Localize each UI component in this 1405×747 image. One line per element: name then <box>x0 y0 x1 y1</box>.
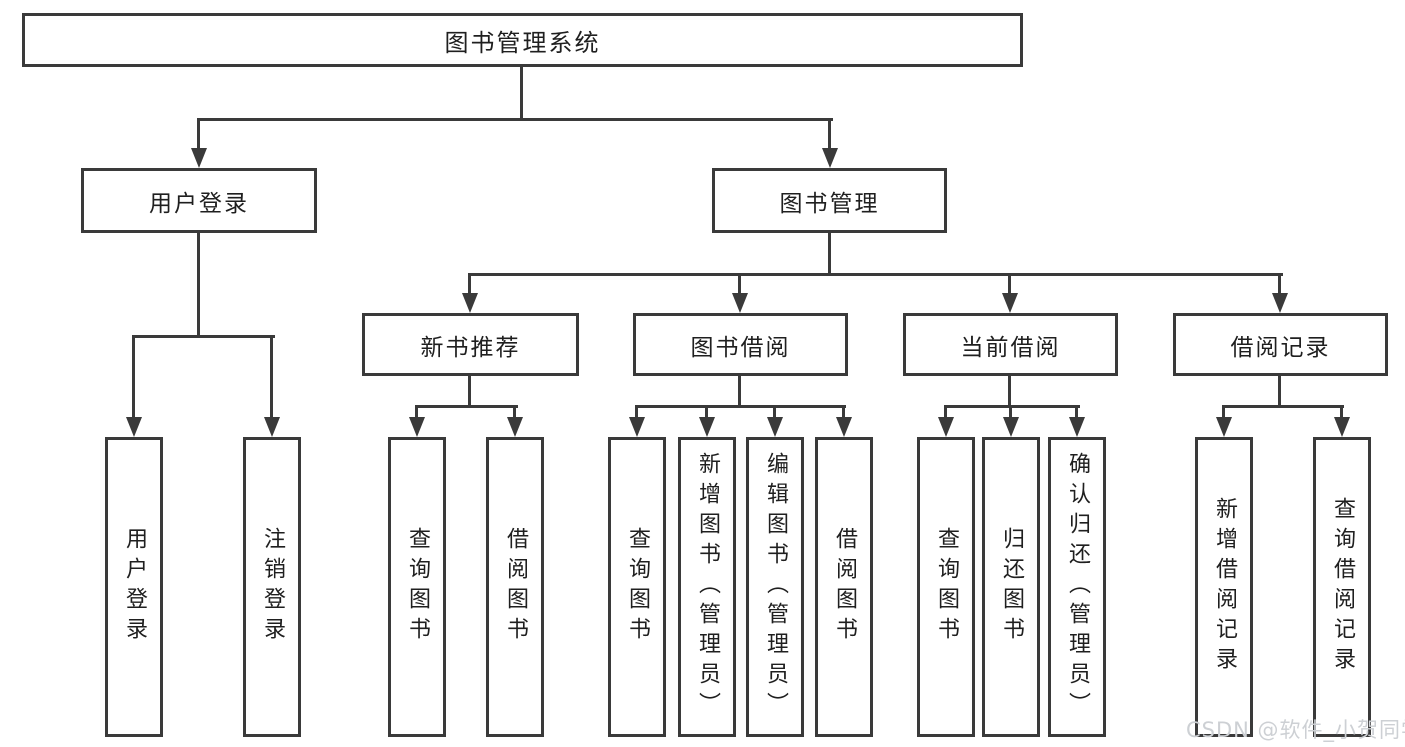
connector-root-stem <box>520 67 523 118</box>
leaf-query-borrow-record: 查询借阅记录 <box>1313 437 1371 737</box>
connector-drop <box>1340 408 1343 417</box>
node-label: 用户登录 <box>149 190 249 217</box>
node-label: 当前借阅 <box>960 334 1061 361</box>
connector-drop-book-management <box>828 121 831 150</box>
connector-new-book-stem <box>468 376 471 405</box>
connector-drop-current-borrow <box>1008 276 1011 294</box>
arrow-to-new-book <box>462 293 478 313</box>
node-new-book-recommend: 新书推荐 <box>362 313 579 376</box>
leaf-borrow-books: 借阅图书 <box>815 437 873 737</box>
leaf-label: 新增图书（管理员） <box>695 452 720 722</box>
connector-new-book-branch <box>415 405 518 408</box>
leaf-label: 借阅图书 <box>503 527 528 647</box>
arrow-to-leaf <box>1069 417 1085 437</box>
leaf-edit-books-admin: 编辑图书（管理员） <box>746 437 804 737</box>
connector-current-borrow-stem <box>1008 376 1011 405</box>
arrow-to-book-management <box>822 148 838 168</box>
node-borrow-record: 借阅记录 <box>1173 313 1388 376</box>
leaf-label: 查询图书 <box>405 527 430 647</box>
leaf-label: 查询图书 <box>934 527 959 647</box>
node-label: 图书管理系统 <box>444 28 601 57</box>
connector-drop-leaf-login <box>132 338 135 417</box>
connector-book-management-stem <box>828 233 831 273</box>
node-current-borrow: 当前借阅 <box>903 313 1118 376</box>
connector-drop-new-book <box>468 276 471 294</box>
leaf-logout-login: 注销登录 <box>243 437 301 737</box>
connector-root-branch <box>197 118 833 121</box>
leaf-label: 归还图书 <box>999 527 1024 647</box>
leaf-label: 注销登录 <box>260 527 285 647</box>
connector-drop <box>773 408 776 417</box>
connector-drop-leaf-logout <box>270 338 273 417</box>
csdn-watermark: CSDN @软件_小贺同学 <box>1186 718 1405 742</box>
arrow-to-leaf <box>1216 417 1232 437</box>
connector-drop <box>415 408 418 417</box>
arrow-to-borrow-record <box>1272 293 1288 313</box>
arrow-to-leaf <box>767 417 783 437</box>
leaf-add-borrow-record: 新增借阅记录 <box>1195 437 1253 737</box>
arrow-to-current-borrow <box>1002 293 1018 313</box>
connector-borrow-record-branch <box>1222 405 1344 408</box>
arrow-to-leaf <box>1334 417 1350 437</box>
arrow-to-leaf-logout <box>264 417 280 437</box>
arrow-to-leaf <box>699 417 715 437</box>
arrow-to-leaf <box>409 417 425 437</box>
connector-book-borrow-stem <box>738 376 741 405</box>
connector-drop <box>635 408 638 417</box>
leaf-query-books-borrow: 查询图书 <box>608 437 666 737</box>
arrow-to-leaf <box>938 417 954 437</box>
leaf-return-books: 归还图书 <box>982 437 1040 737</box>
connector-drop-book-borrow <box>738 276 741 294</box>
leaf-query-books-recommend: 查询图书 <box>388 437 446 737</box>
connector-drop <box>944 408 947 417</box>
leaf-label: 编辑图书（管理员） <box>763 452 788 722</box>
arrow-to-leaf <box>836 417 852 437</box>
connector-book-management-branch <box>468 273 1283 276</box>
connector-user-login-branch <box>132 335 275 338</box>
connector-current-borrow-branch <box>944 405 1080 408</box>
arrow-to-leaf <box>1003 417 1019 437</box>
node-label: 图书管理 <box>779 190 880 217</box>
leaf-query-books-current: 查询图书 <box>917 437 975 737</box>
leaf-label: 新增借阅记录 <box>1212 497 1237 677</box>
node-library-management-system: 图书管理系统 <box>22 13 1023 67</box>
arrow-to-leaf-login <box>126 417 142 437</box>
leaf-label: 确认归还（管理员） <box>1065 452 1090 722</box>
arrow-to-leaf <box>629 417 645 437</box>
leaf-user-login: 用户登录 <box>105 437 163 737</box>
node-book-management: 图书管理 <box>712 168 947 233</box>
connector-drop <box>1222 408 1225 417</box>
arrow-to-book-borrow <box>732 293 748 313</box>
node-label: 借阅记录 <box>1230 334 1331 361</box>
connector-drop <box>513 408 516 417</box>
connector-user-login-stem <box>197 233 200 335</box>
connector-drop-user-login <box>197 121 200 150</box>
connector-drop <box>1075 408 1078 417</box>
node-user-login: 用户登录 <box>81 168 317 233</box>
connector-drop <box>842 408 845 417</box>
node-label: 图书借阅 <box>690 334 791 361</box>
node-book-borrow: 图书借阅 <box>633 313 848 376</box>
leaf-label: 用户登录 <box>122 527 147 647</box>
connector-borrow-record-stem <box>1278 376 1281 405</box>
leaf-add-books-admin: 新增图书（管理员） <box>678 437 736 737</box>
arrow-to-leaf <box>507 417 523 437</box>
leaf-label: 查询图书 <box>625 527 650 647</box>
leaf-label: 借阅图书 <box>832 527 857 647</box>
connector-book-borrow-branch <box>635 405 846 408</box>
leaf-label: 查询借阅记录 <box>1330 497 1355 677</box>
leaf-confirm-return-admin: 确认归还（管理员） <box>1048 437 1106 737</box>
connector-drop <box>705 408 708 417</box>
node-label: 新书推荐 <box>420 334 521 361</box>
arrow-to-user-login <box>191 148 207 168</box>
connector-drop-borrow-record <box>1278 276 1281 294</box>
leaf-borrow-books-recommend: 借阅图书 <box>486 437 544 737</box>
connector-drop <box>1009 408 1012 417</box>
